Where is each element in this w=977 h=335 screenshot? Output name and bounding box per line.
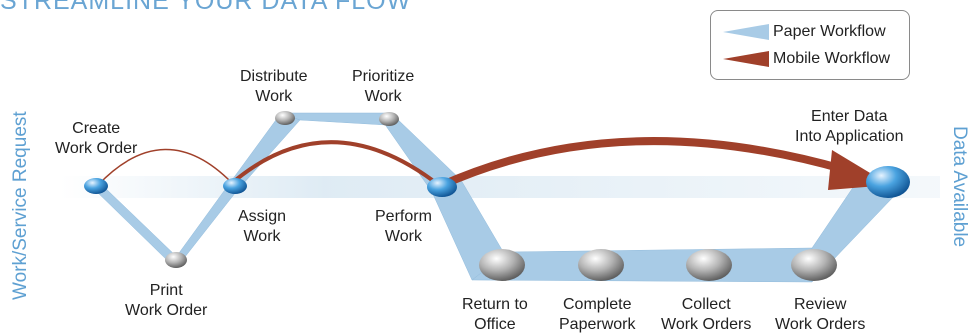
node-collect xyxy=(686,249,732,281)
node-distribute xyxy=(275,111,295,125)
background-glow xyxy=(60,176,940,198)
legend-mobile-label: Mobile Workflow xyxy=(773,50,891,67)
legend-item-mobile: Mobile Workflow xyxy=(723,49,890,69)
side-label-right: Data Available xyxy=(949,126,970,248)
node-print xyxy=(165,252,187,268)
paper-swatch-icon xyxy=(723,24,769,40)
node-complete xyxy=(578,249,624,281)
mobile-swatch-icon xyxy=(723,51,769,67)
node-prioritize xyxy=(379,112,399,126)
node-return xyxy=(479,249,525,281)
node-review xyxy=(791,249,837,281)
legend: Paper Workflow Mobile Workflow xyxy=(710,10,910,80)
side-label-left: Work/Service Request xyxy=(10,111,31,300)
node-perform xyxy=(427,177,457,197)
node-create xyxy=(84,178,108,194)
legend-paper-label: Paper Workflow xyxy=(773,23,886,40)
node-assign xyxy=(223,178,247,194)
node-enter xyxy=(866,166,910,198)
legend-item-paper: Paper Workflow xyxy=(723,22,886,42)
diagram-title: STREAMLINE YOUR DATA FLOW xyxy=(0,0,412,15)
